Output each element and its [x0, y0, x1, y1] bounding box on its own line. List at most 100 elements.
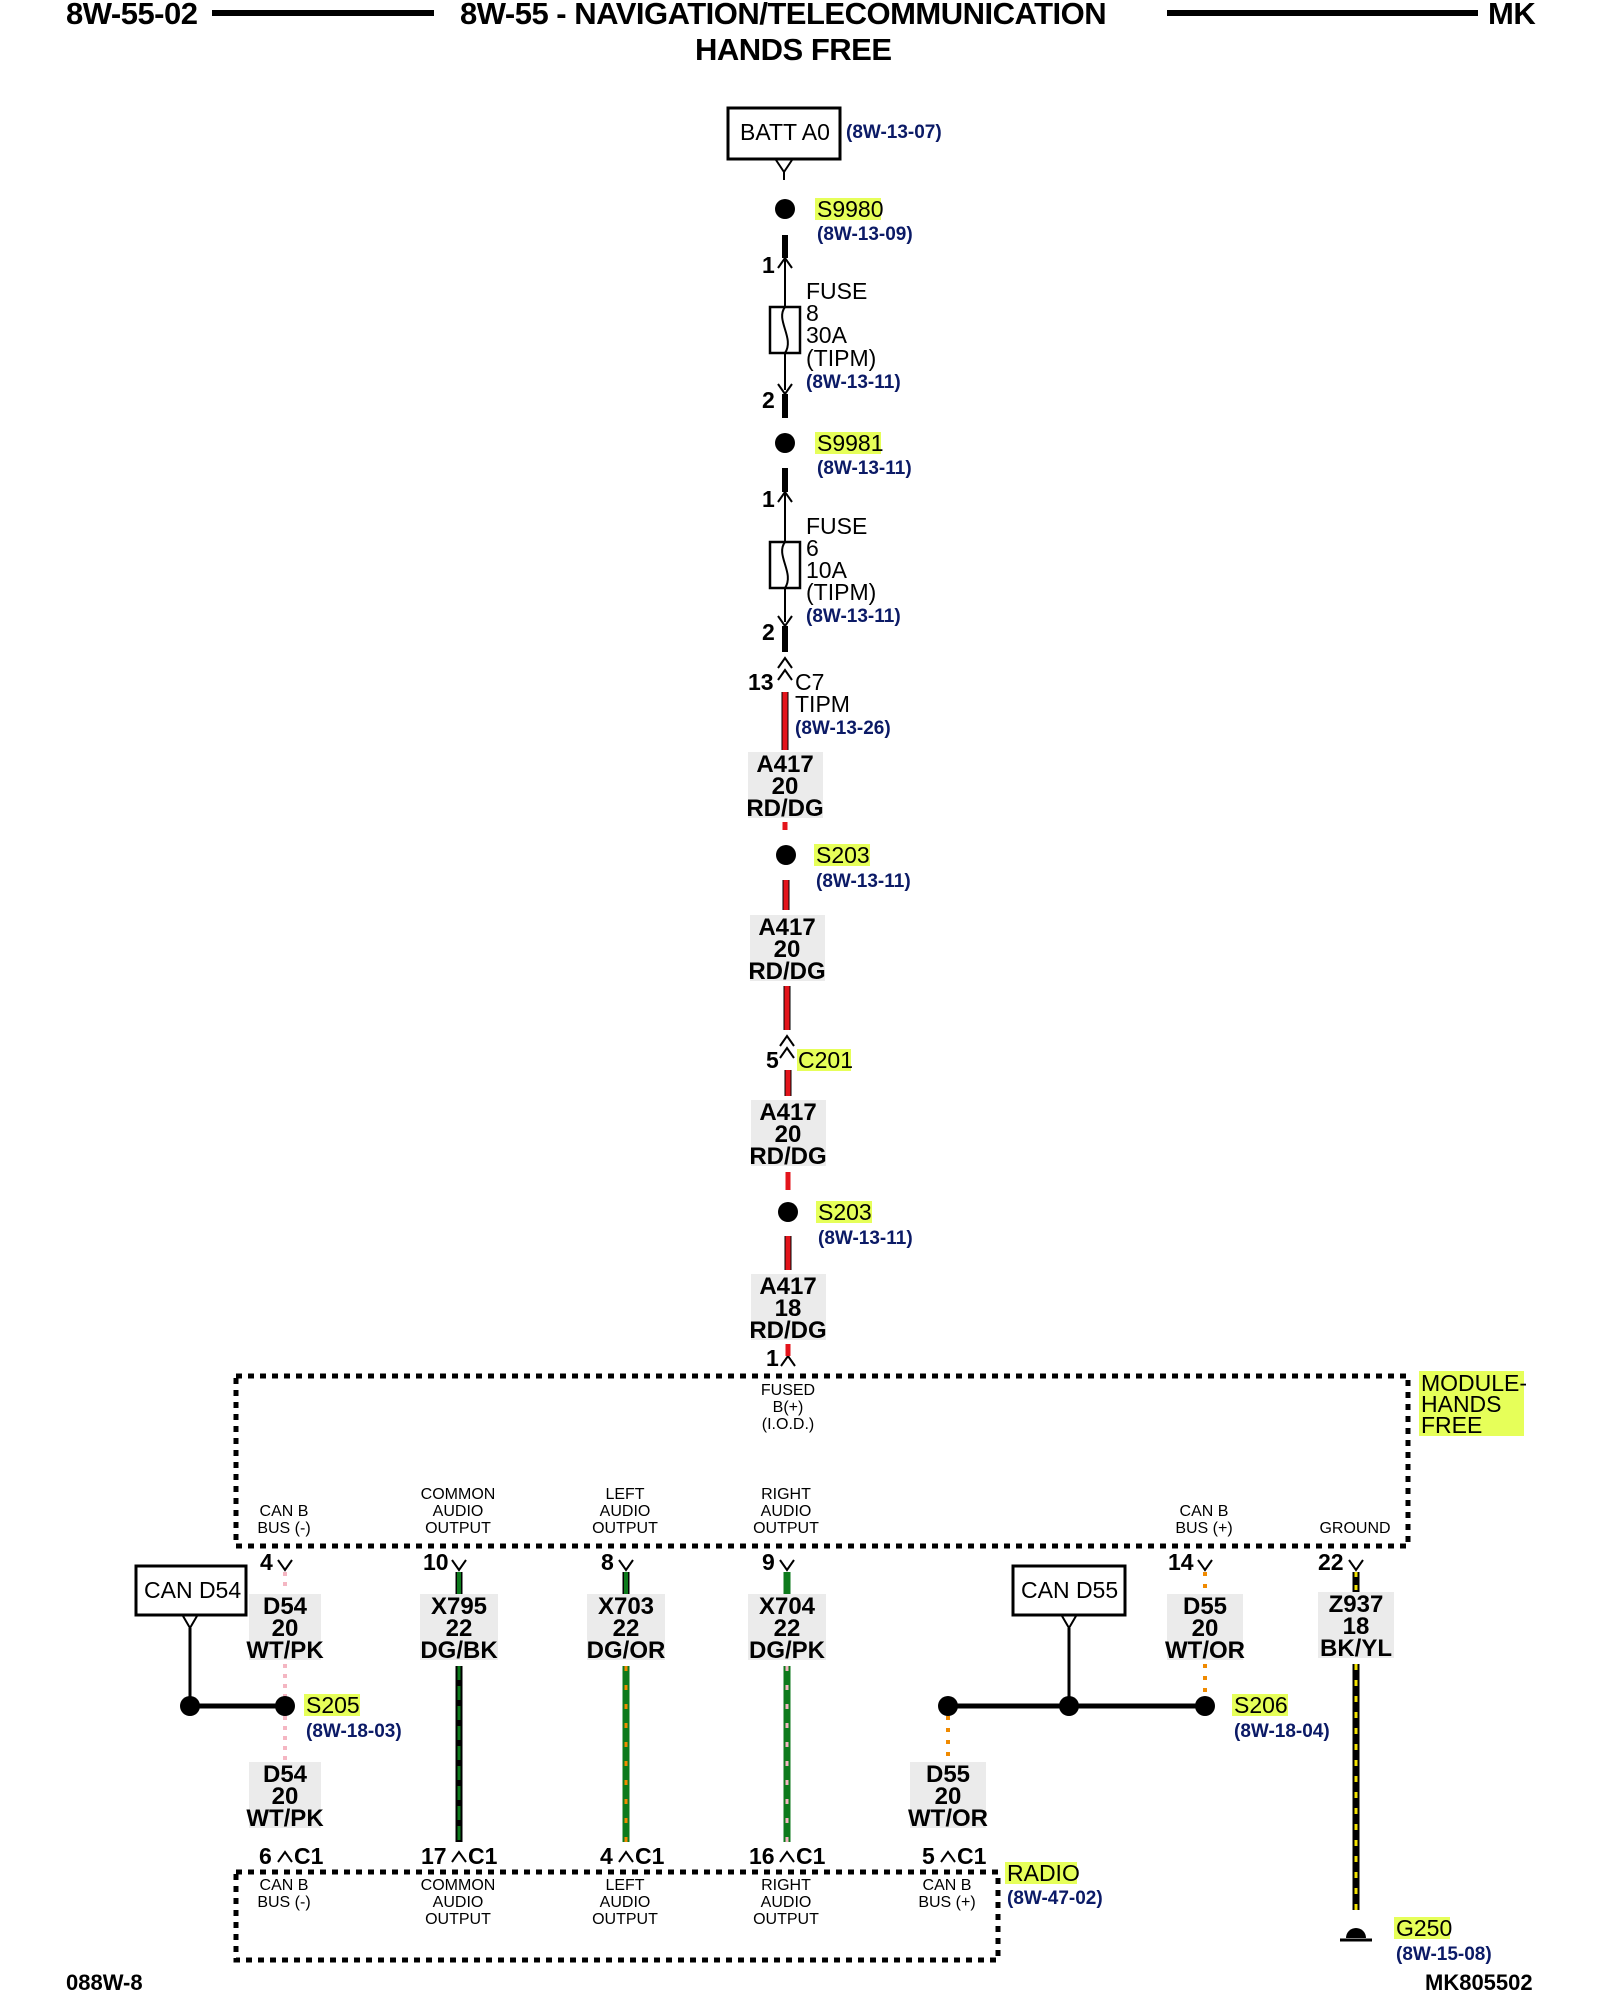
ground-g250-highlight: [1394, 1917, 1450, 1939]
wire-a417-1-color: RD/DG: [746, 795, 823, 822]
c201-name: C201: [798, 1047, 853, 1073]
s206-mid-dot: [1059, 1696, 1079, 1716]
splice-s203b-name: S203: [818, 1199, 872, 1225]
splice-s9980-name: S9980: [817, 196, 884, 222]
wire-a417-4-circuit: A417: [759, 1273, 816, 1300]
module-pin14-l1: CAN B: [1180, 1503, 1229, 1520]
radio-name-highlight: [1005, 1862, 1077, 1884]
radio-pin17-mark: [451, 1850, 467, 1863]
splice-s206-highlight: [1232, 1694, 1288, 1716]
module-pin8-l3: OUTPUT: [592, 1520, 658, 1537]
wire-x704-color: DG/PK: [749, 1637, 826, 1664]
module-fused-pin: 1: [766, 1345, 779, 1371]
wire-x795-color: DG/BK: [420, 1637, 498, 1664]
radio-pin4-conn: C1: [635, 1843, 665, 1869]
module-fused-l3: (I.O.D.): [762, 1416, 814, 1433]
radio-pin16-l1: RIGHT: [761, 1877, 811, 1894]
radio-pin17-conn: C1: [468, 1843, 498, 1869]
wire-x795-tag: [420, 1594, 498, 1660]
module-name-l2: HANDS: [1421, 1391, 1502, 1417]
splice-s9980-highlight: [815, 198, 881, 220]
fuse8-element: [781, 306, 789, 354]
splice-s203a-dot: [776, 845, 796, 865]
radio-name: RADIO: [1007, 1860, 1080, 1886]
page-title-line2: HANDS FREE: [695, 32, 892, 67]
module-pin8-l2: AUDIO: [600, 1503, 651, 1520]
radio-pin16-l3: OUTPUT: [753, 1911, 819, 1928]
splice-s203b-ref: (8W-13-11): [818, 1228, 913, 1249]
wire-z937-color: BK/YL: [1320, 1635, 1392, 1662]
page-code: 8W-55-02: [66, 0, 198, 31]
can-d54-label: CAN D54: [144, 1577, 241, 1603]
c7-module: TIPM: [795, 691, 850, 717]
radio-pin4-l3: OUTPUT: [592, 1911, 658, 1928]
module-pin9-l3: OUTPUT: [753, 1520, 819, 1537]
fuse6-element: [781, 541, 789, 589]
s206-right-dot: [1195, 1696, 1215, 1716]
wire-d54-top-gauge: 20: [272, 1615, 299, 1642]
radio-pin16-l2: AUDIO: [761, 1894, 812, 1911]
module-pin4-l1: CAN B: [260, 1503, 309, 1520]
wire-x795-gauge: 22: [446, 1615, 473, 1642]
header-rule-left: [212, 10, 434, 16]
c7-pin: 13: [748, 669, 774, 695]
splice-s203a-name: S203: [816, 842, 870, 868]
module-pin10-num: 10: [423, 1549, 449, 1575]
wire-d55-bot-color: WT/OR: [908, 1805, 988, 1832]
radio-pin16-num: 16: [749, 1843, 775, 1869]
radio-pin5-mark: [940, 1850, 956, 1863]
splice-s9981-name: S9981: [817, 430, 884, 456]
wire-d54-bot-gauge: 20: [272, 1783, 299, 1810]
wire-z937-tag: [1318, 1592, 1394, 1658]
radio-pin16-mark: [779, 1850, 795, 1863]
wire-a417-1-circuit: A417: [756, 751, 813, 778]
can-d55-mark: [1061, 1615, 1077, 1630]
c7-ref: (8W-13-26): [795, 718, 891, 739]
wire-a417-4-gauge: 18: [775, 1295, 802, 1322]
module-name-l1: MODULE-: [1421, 1370, 1527, 1396]
module-pin10-mark: [451, 1559, 467, 1572]
fuse8-l3: 30A: [806, 322, 848, 348]
splice-s9980-ref: (8W-13-09): [817, 224, 913, 245]
radio-pin17-l2: AUDIO: [433, 1894, 484, 1911]
wire-x704-circuit: X704: [759, 1593, 816, 1620]
ground-g250-name: G250: [1396, 1915, 1452, 1941]
splice-s9981-ref: (8W-13-11): [817, 458, 912, 479]
module-pin4-l2: BUS (-): [257, 1520, 310, 1537]
batt-label: BATT A0: [740, 119, 830, 145]
fuse6-l3: 10A: [806, 557, 848, 583]
module-pin8-num: 8: [601, 1549, 614, 1575]
module-fused-l1: FUSED: [761, 1382, 815, 1399]
radio-pin5-l1: CAN B: [923, 1877, 972, 1894]
splice-s9980-dot: [775, 199, 795, 219]
ground-g250-icon: [1346, 1928, 1366, 1938]
radio-pin5-num: 5: [922, 1843, 935, 1869]
wire-d54-bot-circuit: D54: [263, 1761, 308, 1788]
radio-pin4-num: 4: [600, 1843, 613, 1869]
can-d55-box: [1011, 1564, 1127, 1617]
wire-x704-tag: [748, 1594, 826, 1660]
radio-pin17-l1: COMMON: [421, 1877, 496, 1894]
radio-pin6-l1: CAN B: [260, 1877, 309, 1894]
splice-s206-name: S206: [1234, 1692, 1288, 1718]
radio-pin6-mark: [277, 1850, 293, 1863]
module-pin22-mark: [1348, 1559, 1364, 1572]
fuse6-l1: FUSE: [806, 513, 867, 539]
fuse6-pin-in: 1: [762, 486, 775, 512]
fuse8-l1: FUSE: [806, 278, 867, 304]
splice-s9981-dot: [775, 433, 795, 453]
module-pin22-l1: GROUND: [1319, 1520, 1390, 1537]
wire-d55-bot-circuit: D55: [926, 1761, 970, 1788]
module-pin4-num: 4: [260, 1549, 273, 1575]
c201-connector-mark: [779, 1034, 795, 1059]
ground-g250-ref: (8W-15-08): [1396, 1944, 1492, 1965]
fuse6-l4: (TIPM): [806, 579, 876, 605]
wire-d54-bot-color: WT/PK: [246, 1805, 324, 1832]
wire-a417-4-color: RD/DG: [749, 1317, 826, 1344]
module-pin9-l2: AUDIO: [761, 1503, 812, 1520]
wire-x703-color: DG/OR: [587, 1637, 666, 1664]
radio-pin4-mark: [618, 1850, 634, 1863]
wire-d55-top-gauge: 20: [1192, 1615, 1219, 1642]
c201-highlight: [797, 1049, 851, 1071]
module-fused-l2: B(+): [773, 1399, 804, 1416]
